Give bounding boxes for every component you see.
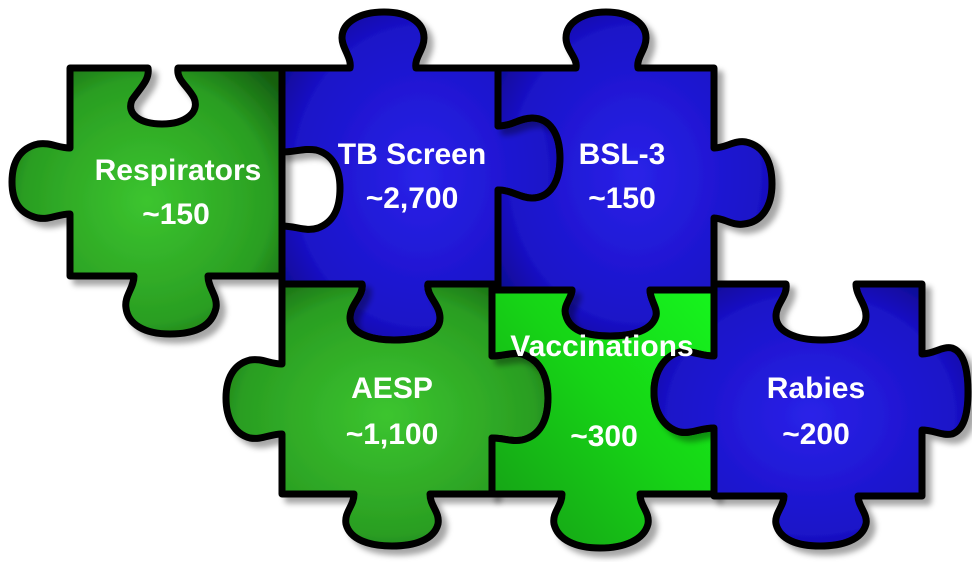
puzzle-piece-rabies: [650, 280, 972, 550]
respirators-count: ~150: [142, 198, 210, 231]
respirators-label: Respirators: [95, 154, 262, 187]
bsl-3-count: ~150: [588, 182, 656, 215]
tb-screen-label: TB Screen: [338, 138, 486, 171]
vaccinations-count: ~300: [570, 420, 638, 453]
bsl-3-label: BSL-3: [579, 138, 666, 171]
vaccinations-label: Vaccinations: [510, 330, 693, 363]
rabies-count: ~200: [782, 418, 850, 451]
tb-screen-count: ~2,700: [366, 182, 459, 215]
aesp-label: AESP: [351, 372, 433, 405]
rabies-label: Rabies: [767, 372, 865, 405]
puzzle-piece-respirators: [8, 64, 286, 338]
aesp-count: ~1,100: [346, 418, 439, 451]
